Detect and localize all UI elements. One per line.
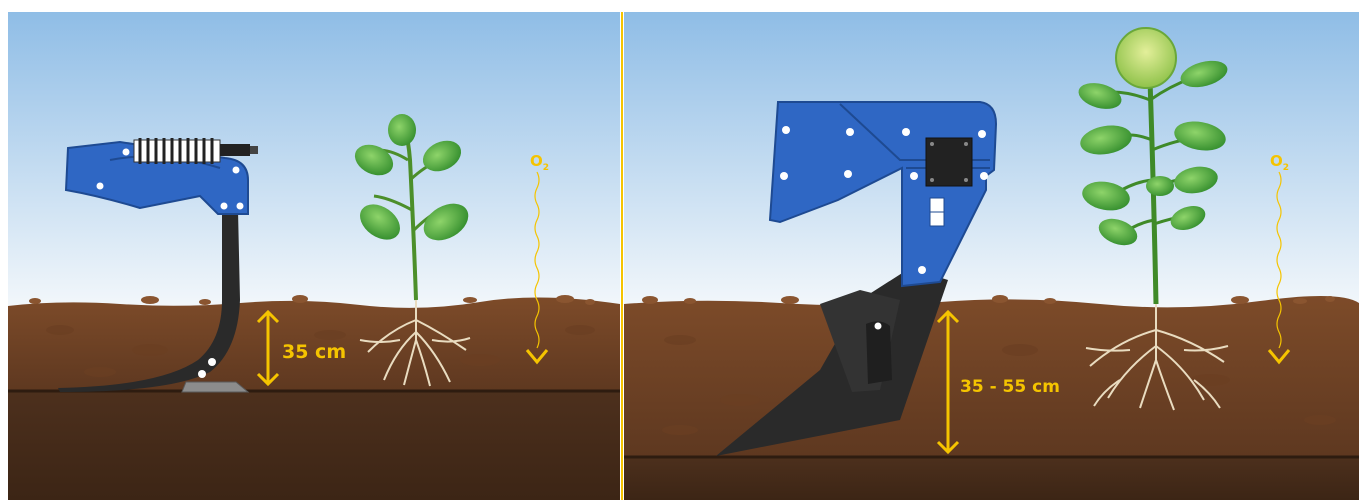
right-subsoiler (716, 101, 998, 456)
sunflower-head (1115, 27, 1177, 89)
right-sunflower (1078, 27, 1229, 411)
left-depth-indicator (256, 309, 280, 387)
left-tine-spring (133, 138, 258, 164)
right-subsoiler-blade (866, 321, 892, 384)
left-tine-foot (181, 381, 250, 393)
left-cultivator-tine (58, 138, 258, 393)
right-soil-specks (662, 335, 1336, 435)
right-panel: 35 - 55 cm O2 (624, 12, 1359, 500)
left-subsoil (8, 390, 620, 500)
left-young-plant (354, 114, 471, 387)
left-soil-clods (29, 295, 595, 305)
left-depth-label: 35 cm (282, 341, 346, 363)
right-soil-clods (642, 295, 1335, 304)
right-subsoil (624, 456, 1359, 500)
left-soil-specks (46, 325, 595, 377)
right-oxygen-indicator: O2 (1267, 152, 1291, 365)
right-depth-indicator (936, 309, 960, 455)
right-oxygen-label: O2 (1270, 152, 1289, 173)
left-oxygen-indicator: O2 (525, 152, 549, 365)
right-subsoiler-bracket (925, 137, 973, 187)
left-oxygen-label: O2 (530, 152, 549, 173)
left-topsoil (8, 297, 620, 392)
left-panel: 35 cm O2 (8, 12, 620, 500)
right-depth-label: 35 - 55 cm (960, 377, 1060, 397)
